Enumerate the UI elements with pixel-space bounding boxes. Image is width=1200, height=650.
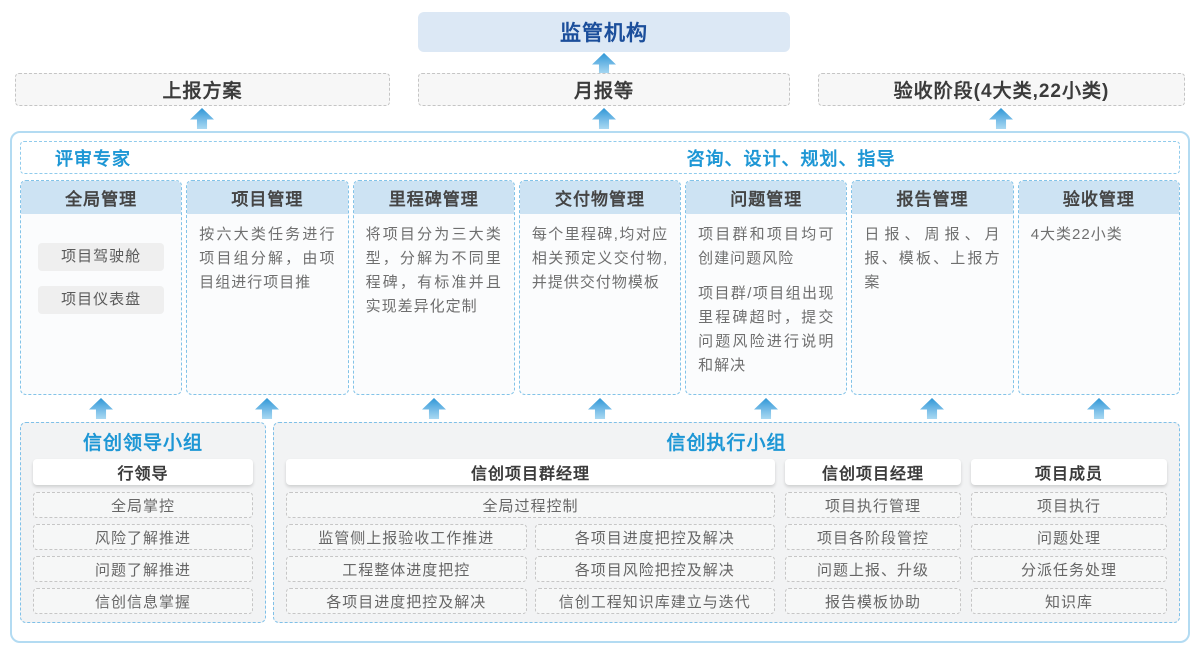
role-project-member: 项目成员 bbox=[971, 459, 1167, 485]
duty-item: 项目执行 bbox=[971, 492, 1167, 518]
column-report-management: 报告管理 日报、周报、月报、模板、上报方案 bbox=[851, 180, 1014, 395]
leadership-group: 信创领导小组 行领导 全局掌控 风险了解推进 问题了解推进 信创信息掌握 bbox=[20, 422, 266, 623]
duty-item: 问题处理 bbox=[971, 524, 1167, 550]
program-manager-section: 信创项目群经理 全局过程控制 监管侧上报验收工作推进 各项目进度把控及解决 工程… bbox=[286, 459, 775, 614]
duty-item: 报告模板协助 bbox=[785, 588, 961, 614]
duty-item: 项目各阶段管控 bbox=[785, 524, 961, 550]
column-acceptance-management: 验收管理 4大类22小类 bbox=[1017, 180, 1180, 395]
duty-item: 监管侧上报验收工作推进 bbox=[286, 524, 527, 550]
execution-group: 信创执行小组 信创项目群经理 全局过程控制 监管侧上报验收工作推进 各项目进度把… bbox=[273, 422, 1180, 623]
role-program-manager: 信创项目群经理 bbox=[286, 459, 775, 485]
expert-label: 评审专家 bbox=[55, 148, 131, 169]
execution-columns: 信创项目群经理 全局过程控制 监管侧上报验收工作推进 各项目进度把控及解决 工程… bbox=[286, 459, 1167, 614]
column-title: 问题管理 bbox=[686, 181, 847, 214]
column-body: 将项目分为三大类型，分解为不同里程碑，有标准并且实现差异化定制 bbox=[354, 214, 514, 328]
platform-container: 评审专家 咨询、设计、规划、指导 全局管理 项目驾驶舱 项目仪表盘 项目管理 按… bbox=[10, 131, 1190, 643]
column-desc: 项目群和项目均可创建问题风险 bbox=[698, 226, 835, 267]
duty-item: 工程整体进度把控 bbox=[286, 556, 527, 582]
column-body: 按六大类任务进行项目组分解，由项目组进行项目推 bbox=[187, 214, 347, 304]
up-arrow-icon bbox=[422, 398, 446, 419]
up-arrow-icon bbox=[190, 108, 214, 129]
column-body: 项目群和项目均可创建问题风险 项目群/项目组出现里程碑超时，提交问题风险进行说明… bbox=[686, 214, 846, 387]
column-title: 项目管理 bbox=[187, 181, 348, 214]
group-title: 信创领导小组 bbox=[82, 433, 203, 454]
up-arrow-icon bbox=[920, 398, 944, 419]
duty-item: 各项目进度把控及解决 bbox=[534, 524, 775, 550]
role-project-manager: 信创项目经理 bbox=[785, 459, 961, 485]
column-title: 验收管理 bbox=[1018, 181, 1179, 214]
channel-monthly-report: 月报等 bbox=[418, 73, 790, 106]
up-arrow-icon bbox=[255, 398, 279, 419]
column-body: 日报、周报、月报、模板、上报方案 bbox=[852, 214, 1012, 304]
column-desc: 每个里程碑,均对应相关预定义交付物,并提供交付物模板 bbox=[531, 226, 669, 291]
regulator-label: 监管机构 bbox=[560, 22, 648, 45]
channel-label: 验收阶段(4大类,22小类) bbox=[893, 81, 1110, 102]
pill-project-dashboard: 项目仪表盘 bbox=[38, 286, 165, 314]
up-arrow-icon bbox=[989, 108, 1013, 129]
column-project-management: 项目管理 按六大类任务进行项目组分解，由项目组进行项目推 bbox=[186, 180, 349, 395]
up-arrow-icon bbox=[1087, 398, 1111, 419]
column-desc: 按六大类任务进行项目组分解，由项目组进行项目推 bbox=[199, 226, 336, 291]
duty-item: 知识库 bbox=[971, 588, 1167, 614]
up-arrow-icon bbox=[588, 398, 612, 419]
column-title: 全局管理 bbox=[21, 181, 182, 214]
duty-item: 分派任务处理 bbox=[971, 556, 1167, 582]
duty-item: 各项目风险把控及解决 bbox=[534, 556, 775, 582]
duty-item: 全局掌控 bbox=[33, 492, 253, 518]
column-title: 里程碑管理 bbox=[353, 181, 514, 214]
column-body: 项目驾驶舱 项目仪表盘 bbox=[21, 214, 181, 323]
duty-item: 问题了解推进 bbox=[33, 556, 253, 582]
column-title: 报告管理 bbox=[852, 181, 1013, 214]
up-arrow-icon bbox=[89, 398, 113, 419]
role-bank-leader: 行领导 bbox=[33, 459, 253, 485]
channel-label: 上报方案 bbox=[162, 81, 243, 102]
up-arrow-icon bbox=[754, 398, 778, 419]
advisory-label: 咨询、设计、规划、指导 bbox=[686, 148, 896, 169]
column-deliverable-management: 交付物管理 每个里程碑,均对应相关预定义交付物,并提供交付物模板 bbox=[518, 180, 682, 395]
duty-item: 风险了解推进 bbox=[33, 524, 253, 550]
program-manager-duty-grid: 监管侧上报验收工作推进 各项目进度把控及解决 工程整体进度把控 各项目风险把控及… bbox=[286, 524, 775, 614]
column-body: 每个里程碑,均对应相关预定义交付物,并提供交付物模板 bbox=[520, 214, 680, 304]
column-desc: 将项目分为三大类型，分解为不同里程碑，有标准并且实现差异化定制 bbox=[365, 226, 502, 315]
column-issue-management: 问题管理 项目群和项目均可创建问题风险 项目群/项目组出现里程碑超时，提交问题风… bbox=[685, 180, 848, 395]
column-body: 4大类22小类 bbox=[1019, 214, 1179, 256]
project-manager-section: 信创项目经理 项目执行管理 项目各阶段管控 问题上报、升级 报告模板协助 bbox=[785, 459, 961, 614]
column-desc: 项目群/项目组出现里程碑超时，提交问题风险进行说明和解决 bbox=[698, 285, 835, 374]
channel-acceptance-stage: 验收阶段(4大类,22小类) bbox=[818, 73, 1185, 106]
duty-item: 信创工程知识库建立与迭代 bbox=[534, 588, 775, 614]
column-desc: 日报、周报、月报、模板、上报方案 bbox=[864, 226, 1001, 291]
column-arrows-row bbox=[20, 397, 1180, 421]
up-arrow-icon bbox=[592, 108, 616, 129]
duty-item: 信创信息掌握 bbox=[33, 588, 253, 614]
regulator-box: 监管机构 bbox=[418, 12, 790, 52]
project-member-section: 项目成员 项目执行 问题处理 分派任务处理 知识库 bbox=[971, 459, 1167, 614]
channel-label: 月报等 bbox=[573, 81, 634, 102]
column-milestone-management: 里程碑管理 将项目分为三大类型，分解为不同里程碑，有标准并且实现差异化定制 bbox=[352, 180, 515, 395]
duty-item: 全局过程控制 bbox=[286, 492, 775, 518]
column-title: 交付物管理 bbox=[519, 181, 681, 214]
expert-advisory-bar: 评审专家 咨询、设计、规划、指导 bbox=[20, 141, 1180, 174]
channel-report-plan: 上报方案 bbox=[15, 73, 390, 106]
management-columns: 全局管理 项目驾驶舱 项目仪表盘 项目管理 按六大类任务进行项目组分解，由项目组… bbox=[20, 180, 1180, 395]
duty-item: 问题上报、升级 bbox=[785, 556, 961, 582]
pill-project-cockpit: 项目驾驶舱 bbox=[38, 243, 165, 271]
bottom-groups-row: 信创领导小组 行领导 全局掌控 风险了解推进 问题了解推进 信创信息掌握 信创执… bbox=[20, 422, 1180, 623]
group-title: 信创执行小组 bbox=[666, 433, 787, 454]
duty-item: 项目执行管理 bbox=[785, 492, 961, 518]
duty-item: 各项目进度把控及解决 bbox=[286, 588, 527, 614]
column-global-management: 全局管理 项目驾驶舱 项目仪表盘 bbox=[20, 180, 183, 395]
column-desc: 4大类22小类 bbox=[1030, 226, 1123, 243]
up-arrow-icon bbox=[592, 53, 616, 74]
